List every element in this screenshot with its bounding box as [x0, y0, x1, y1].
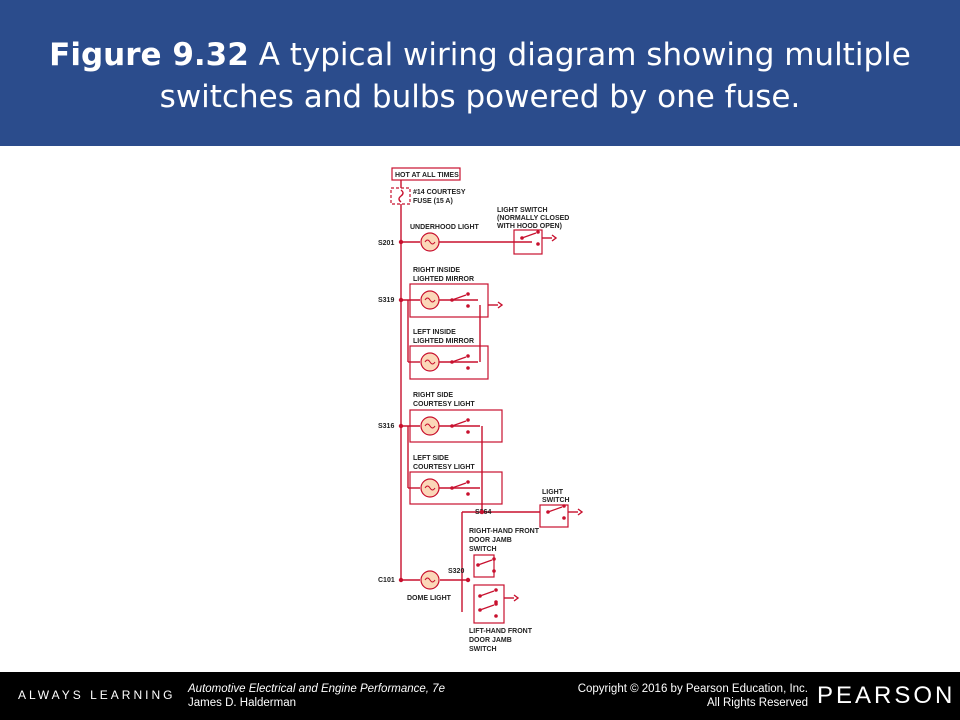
brand-tagline: ALWAYS LEARNING — [18, 688, 176, 702]
pearson-logo: PEARSON — [817, 682, 956, 709]
hood-switch-label-3: WITH HOOD OPEN) — [497, 223, 562, 230]
book-title: Automotive Electrical and Engine Perform… — [188, 683, 445, 695]
bulb-filament-icon — [424, 239, 436, 245]
light-switch-label-1: LIGHT — [542, 489, 564, 496]
right-mirror-label-1: RIGHT INSIDE — [413, 267, 460, 274]
bulb-filament-icon — [424, 359, 436, 365]
rh-door-switch-label-3: SWITCH — [469, 546, 497, 553]
wiring-diagram: HOT AT ALL TIMES #14 COURTESY FUSE (15 A… — [378, 167, 584, 653]
left-courtesy-label-2: COURTESY LIGHT — [413, 464, 475, 471]
switch-blade-icon — [547, 506, 563, 513]
rights-text: All Rights Reserved — [707, 697, 808, 709]
left-mirror-label-2: LIGHTED MIRROR — [413, 338, 474, 345]
switch-blade-icon — [479, 590, 495, 597]
switch-contact-icon — [494, 614, 498, 618]
switch-contact-icon — [466, 292, 470, 296]
left-mirror-label-1: LEFT INSIDE — [413, 329, 456, 336]
switch-contact-icon — [562, 504, 566, 508]
switch-contact-icon — [492, 569, 496, 573]
switch-blade-icon — [477, 559, 493, 566]
splice-s320: S320 — [448, 568, 464, 575]
switch-contact-icon — [536, 230, 540, 234]
rh-door-switch-label-1: RIGHT-HAND FRONT — [469, 528, 540, 535]
hot-label-box — [391, 167, 461, 181]
figure-caption: A typical wiring diagram showing multipl… — [159, 37, 911, 115]
light-switch-box — [539, 504, 569, 528]
splice-s201: S201 — [378, 240, 394, 247]
switch-contact-icon — [466, 418, 470, 422]
switch-blade-icon — [451, 356, 467, 363]
right-courtesy-label-1: RIGHT SIDE — [413, 392, 453, 399]
left-courtesy-label-1: LEFT SIDE — [413, 455, 449, 462]
switch-contact-icon — [562, 516, 566, 520]
bulb-filament-icon — [424, 577, 436, 583]
fuse-icon — [390, 187, 411, 205]
switch-contact-icon — [466, 492, 470, 496]
dome-light-label: DOME LIGHT — [407, 595, 452, 602]
book-author: James D. Halderman — [188, 697, 297, 709]
switch-contact-icon — [494, 588, 498, 592]
switch-contact-icon — [466, 366, 470, 370]
lh-door-switch-box — [473, 584, 505, 624]
rh-door-switch-label-2: DOOR JAMB — [469, 537, 512, 544]
right-mirror-label-2: LIGHTED MIRROR — [413, 276, 474, 283]
switch-contact-icon — [536, 242, 540, 246]
switch-contact-icon — [492, 557, 496, 561]
fuse-label-1: #14 COURTESY — [413, 189, 466, 196]
hood-switch-label-2: (NORMALLY CLOSED — [497, 215, 569, 222]
splice-s316: S316 — [378, 423, 394, 430]
switch-blade-icon — [479, 604, 495, 611]
hot-label: HOT AT ALL TIMES — [395, 172, 459, 179]
switch-contact-icon — [466, 480, 470, 484]
bulb-filament-icon — [424, 485, 436, 491]
switch-blade-icon — [521, 232, 537, 239]
copyright-text: Copyright © 2016 by Pearson Education, I… — [577, 683, 808, 695]
light-switch-label-2: SWITCH — [542, 497, 570, 504]
lh-door-switch-label-2: DOOR JAMB — [469, 637, 512, 644]
switch-blade-icon — [451, 294, 467, 301]
switch-contact-icon — [466, 304, 470, 308]
switch-blade-icon — [451, 482, 467, 489]
switch-blade-icon — [451, 420, 467, 427]
rh-door-switch-box — [473, 554, 495, 578]
switch-contact-icon — [466, 354, 470, 358]
hood-switch-label-1: LIGHT SWITCH — [497, 207, 548, 214]
bulb-filament-icon — [424, 297, 436, 303]
switch-contact-icon — [466, 430, 470, 434]
splice-s319: S319 — [378, 297, 394, 304]
hood-switch-box — [513, 229, 543, 255]
slide-title: Figure 9.32 A typical wiring diagram sho… — [20, 34, 940, 118]
footer-bar: ALWAYS LEARNING Automotive Electrical an… — [0, 672, 960, 720]
underhood-light-label: UNDERHOOD LIGHT — [410, 224, 480, 231]
bulb-filament-icon — [424, 423, 436, 429]
figure-number: Figure 9.32 — [49, 37, 249, 73]
connector-c101: C101 — [378, 577, 395, 584]
fuse-label-2: FUSE (15 A) — [413, 198, 453, 205]
lh-door-switch-label-1: LIFT-HAND FRONT — [469, 628, 533, 635]
lh-door-switch-label-3: SWITCH — [469, 646, 497, 653]
switch-contact-icon — [494, 602, 498, 606]
title-banner: Figure 9.32 A typical wiring diagram sho… — [0, 0, 960, 146]
right-courtesy-label-2: COURTESY LIGHT — [413, 401, 475, 408]
